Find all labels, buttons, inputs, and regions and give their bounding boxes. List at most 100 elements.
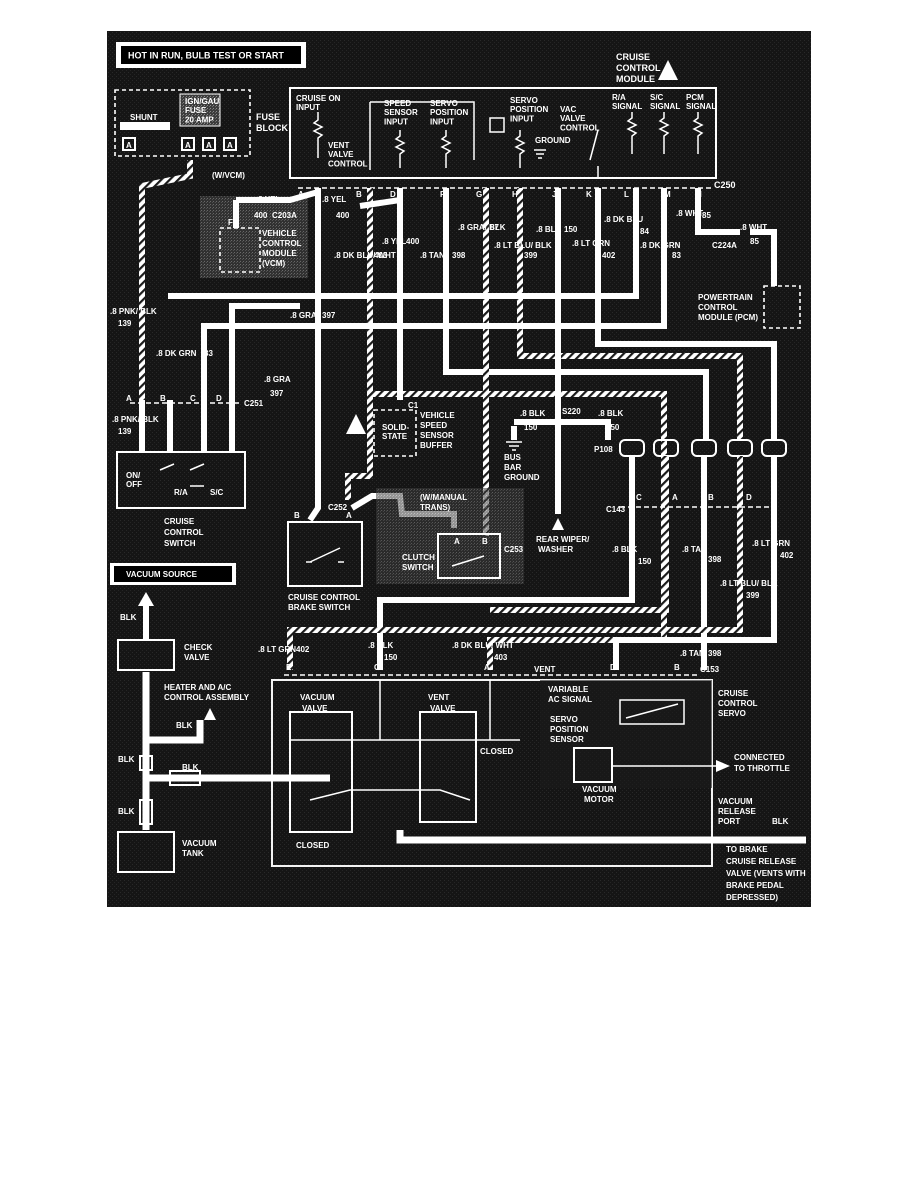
wire-circuit-402: 402 <box>602 251 616 260</box>
servo-pin-b: B <box>674 663 680 672</box>
wire-circuit-84: 84 <box>640 227 649 236</box>
fuse-terminal-a3: A <box>206 141 212 150</box>
wire-label-wht-1: .8 WHT <box>676 209 703 218</box>
clutch-title-1: CLUTCH <box>402 553 435 562</box>
switch-ra: R/A <box>174 488 188 497</box>
release-port-2: RELEASE <box>718 807 756 816</box>
wire-label-tan: .8 TAN <box>420 251 445 260</box>
switch-title-2: CONTROL <box>164 528 204 537</box>
lower-circuit-150: 150 <box>638 557 652 566</box>
c251-pin-d: D <box>216 394 222 403</box>
servo-wire-ltgrn: .8 LT GRN <box>258 645 296 654</box>
c250-pin-g: G <box>476 190 482 199</box>
wire-label-ltgrn: .8 LT GRN <box>572 239 610 248</box>
wire-circuit-400: 400 <box>406 237 420 246</box>
module-title-2: CONTROL <box>616 63 661 73</box>
check-valve-1: CHECK <box>184 643 213 652</box>
rear-wiper-1: REAR WIPER/ <box>536 535 590 544</box>
clutch-switch-box <box>437 533 501 579</box>
wire-circuit-83: 83 <box>672 251 681 260</box>
vcm-title-1: VEHICLE <box>262 229 297 238</box>
servo-title-3: SERVO <box>718 709 746 718</box>
wire-circuit-397-2: 397 <box>270 389 284 398</box>
pcm-title-3: MODULE (PCM) <box>698 313 758 322</box>
switch-title-3: SWITCH <box>164 539 196 548</box>
c250-pin-d: D <box>390 190 396 199</box>
buffer-title-3: SENSOR <box>420 431 454 440</box>
wire-circuit-85-2: 85 <box>750 237 759 246</box>
wire-circuit-403: 403 <box>374 251 388 260</box>
wire-label-dkgrn-2: .8 DK GRN <box>156 349 197 358</box>
wire-label-dkgrn: .8 DK GRN <box>640 241 681 250</box>
shunt-label: SHUNT <box>130 113 158 122</box>
esd-warning-icon <box>658 60 678 80</box>
module-title-1: CRUISE <box>616 52 650 62</box>
wire-circuit-83-2: 83 <box>204 349 213 358</box>
release-port-3: PORT <box>718 817 740 826</box>
vcm-variant: (W/VCM) <box>212 171 245 180</box>
lower-label-ltblu-blk: .8 LT BLU/ BLK <box>720 579 778 588</box>
fuse-block-title-2: BLOCK <box>256 123 288 133</box>
release-hose-line <box>396 830 806 844</box>
fuse-terminal-a2: A <box>185 141 191 150</box>
release-hose: BLK <box>772 817 789 826</box>
wire-circuit-397-1: 397 <box>322 311 336 320</box>
brake-title-1: CRUISE CONTROL <box>288 593 360 602</box>
throttle-arrow-icon <box>716 760 730 772</box>
lower-circuit-398: 398 <box>708 555 722 564</box>
switch-sc: S/C <box>210 488 224 497</box>
wire-label-dkblu-wht: .8 DK BLU/ WHT <box>334 251 396 260</box>
wire-label-dkblu: .8 DK BLU <box>604 215 643 224</box>
sensor-2: POSITION <box>550 725 588 734</box>
fuse-terminal-a1: A <box>126 141 132 150</box>
buffer-body: SOLID-STATE <box>382 423 409 441</box>
wire-label-ltblu-blk: .8 LT BLU/ BLK <box>494 241 552 250</box>
c251-label: C251 <box>244 399 264 408</box>
c251-pin-a: A <box>126 394 132 403</box>
vcm-pin: F <box>228 218 233 227</box>
servo-wire-tan: .8 TAN <box>680 649 705 658</box>
brake-switch-box <box>287 521 363 587</box>
release-port-1: VACUUM <box>718 797 753 806</box>
c250-pin-l: L <box>624 190 629 199</box>
vacuum-arrow-icon <box>138 592 154 606</box>
wire-label-gra-1: .8 GRA <box>290 311 317 320</box>
c143-pin-a: A <box>672 493 678 502</box>
throttle-2: TO THROTTLE <box>734 764 791 773</box>
servo-wire-dkblu-wht: .8 DK BLU/ WHT <box>452 641 514 650</box>
wire-circuit-87: 87 <box>490 223 499 232</box>
clutch-title-2: SWITCH <box>402 563 434 572</box>
vacuum-tank <box>117 831 175 873</box>
c143-pin-c: C <box>636 493 642 502</box>
servo-wire-402: 402 <box>296 645 310 654</box>
vacuum-motor <box>573 747 613 783</box>
c253-label: C253 <box>504 545 524 554</box>
wire-circuit-150: 150 <box>564 225 578 234</box>
clutch-variant-2: TRANS) <box>420 503 451 512</box>
lower-circuit-402: 402 <box>780 551 794 560</box>
wire-label-gra-2: .8 GRA <box>264 375 291 384</box>
hvac-arrow-icon <box>204 708 216 720</box>
hose-label-2: BLK <box>176 721 193 730</box>
brake-valve-3: VALVE (VENTS WITH <box>726 869 806 878</box>
variable-1: VARIABLE <box>548 685 589 694</box>
rear-wiper-2: WASHER <box>538 545 573 554</box>
vent-valve-2: VALVE <box>430 704 456 713</box>
pcm-box <box>763 285 801 329</box>
motor-2: MOTOR <box>584 795 614 804</box>
servo-title-2: CONTROL <box>718 699 758 708</box>
brake-pin-b: B <box>294 511 300 520</box>
vcm-title-2: CONTROL <box>262 239 302 248</box>
closed-label-1: CLOSED <box>480 747 514 756</box>
c252-label: C252 <box>328 503 348 512</box>
buffer-title-1: VEHICLE <box>420 411 455 420</box>
upper-wires <box>139 160 777 670</box>
lower-label-tan: .8 TAN <box>682 545 707 554</box>
